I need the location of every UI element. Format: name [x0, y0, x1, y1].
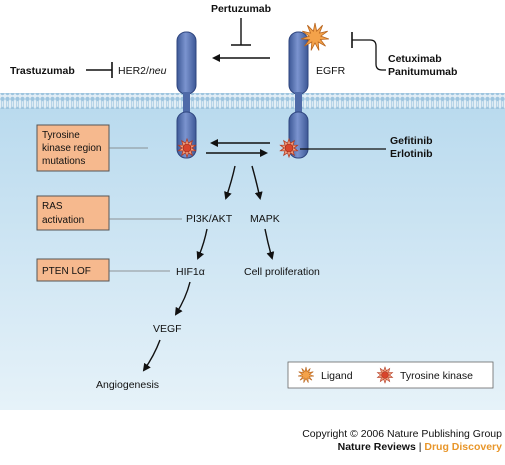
her2-label: HER2/neu	[118, 65, 167, 77]
journal-line: Nature Reviews | Drug Discovery	[268, 441, 502, 454]
arrow-to-cell-proliferation	[264, 228, 275, 260]
legend-tyrosine-kinase-label: Tyrosine kinase	[400, 370, 473, 382]
vegf-node: VEGF	[153, 323, 182, 335]
panitumumab-label: Panitumumab	[388, 66, 457, 78]
legend: Ligand Tyrosine kinase	[287, 361, 494, 389]
arrow-to-pi3k	[224, 165, 236, 200]
cetuximab-label: Cetuximab	[388, 53, 442, 65]
mapk-node: MAPK	[250, 213, 280, 225]
arrow-to-mapk	[251, 165, 263, 200]
ligand-icon	[300, 22, 330, 51]
gefitinib-label: Gefitinib	[390, 135, 433, 147]
legend-ligand-icon	[297, 366, 315, 383]
footer: Copyright © 2006 Nature Publishing Group…	[268, 428, 502, 454]
legend-tyrosine-kinase-icon	[376, 366, 394, 384]
pten-lof-box: PTEN LOF	[36, 258, 110, 282]
copyright-line: Copyright © 2006 Nature Publishing Group	[302, 428, 502, 440]
journal-name: Nature Reviews	[337, 441, 416, 453]
cell-membrane	[0, 93, 505, 109]
tyrosine-kinase-her2-icon	[177, 137, 197, 159]
journal-section: Drug Discovery	[424, 441, 502, 453]
arrow-to-hif	[196, 228, 208, 260]
erlotinib-label: Erlotinib	[390, 148, 433, 160]
svg-text:mutations: mutations	[42, 156, 85, 167]
ras-activation-box: RAS activation	[36, 195, 110, 231]
tyrosine-kinase-egfr-icon	[279, 137, 299, 159]
egfr-label: EGFR	[316, 65, 346, 77]
antibody-bracket	[352, 39, 386, 71]
angiogenesis-node: Angiogenesis	[96, 379, 159, 391]
svg-text:activation: activation	[42, 215, 84, 226]
tyrosine-kinase-mutations-box: Tyrosine kinase region mutations	[36, 124, 110, 172]
pertuzumab-label: Pertuzumab	[211, 3, 271, 15]
legend-ligand-label: Ligand	[321, 370, 353, 382]
cell-proliferation-node: Cell proliferation	[244, 266, 320, 278]
journal-separator: |	[415, 441, 425, 453]
trastuzumab-label: Trastuzumab	[10, 65, 75, 77]
pi3k-akt-node: PI3K/AKT	[186, 213, 233, 225]
svg-text:PTEN LOF: PTEN LOF	[42, 266, 91, 277]
svg-text:RAS: RAS	[42, 201, 63, 212]
hif1a-node: HIF1α	[176, 266, 205, 278]
arrow-to-angiogenesis	[142, 339, 161, 372]
arrow-to-vegf	[174, 281, 191, 316]
svg-text:kinase region: kinase region	[42, 143, 101, 154]
svg-text:Tyrosine: Tyrosine	[42, 130, 80, 141]
